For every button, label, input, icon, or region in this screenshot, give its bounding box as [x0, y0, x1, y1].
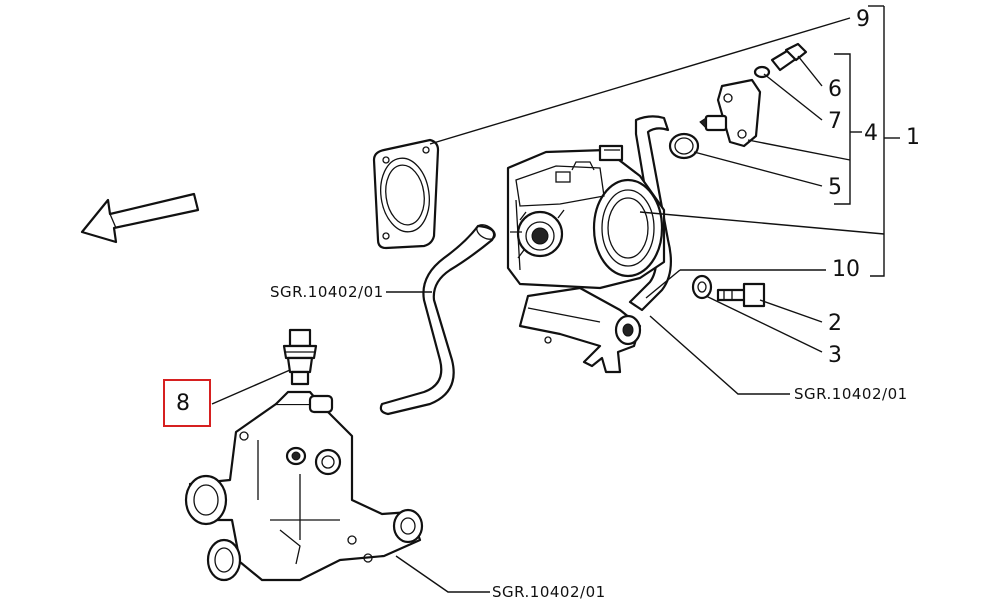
temperature-sensor — [282, 328, 318, 386]
hose-left — [379, 224, 496, 416]
leader-lines — [211, 5, 900, 593]
label-6: 6 — [828, 77, 842, 102]
direction-arrow — [80, 192, 200, 244]
gasket — [372, 138, 440, 250]
label-2: 2 — [828, 311, 842, 336]
label-9: 9 — [856, 7, 870, 32]
ref-label-bottom: SGR.10402/01 — [492, 583, 606, 600]
idle-actuator — [699, 78, 762, 148]
label-3: 3 — [828, 343, 842, 368]
throttle-body — [506, 144, 666, 290]
ref-label-left: SGR.10402/01 — [270, 283, 384, 301]
highlight-box-8 — [163, 379, 211, 427]
label-4: 4 — [864, 121, 878, 146]
o-ring — [668, 132, 700, 160]
thermostat-housing — [184, 390, 424, 582]
bracket — [518, 286, 642, 374]
label-1: 1 — [906, 125, 920, 150]
bolt-right — [691, 274, 766, 308]
label-7: 7 — [828, 109, 842, 134]
label-8: 8 — [176, 391, 190, 416]
label-5: 5 — [828, 175, 842, 200]
screw-top — [753, 42, 808, 79]
label-10: 10 — [832, 257, 860, 282]
ref-label-right: SGR.10402/01 — [794, 385, 908, 403]
